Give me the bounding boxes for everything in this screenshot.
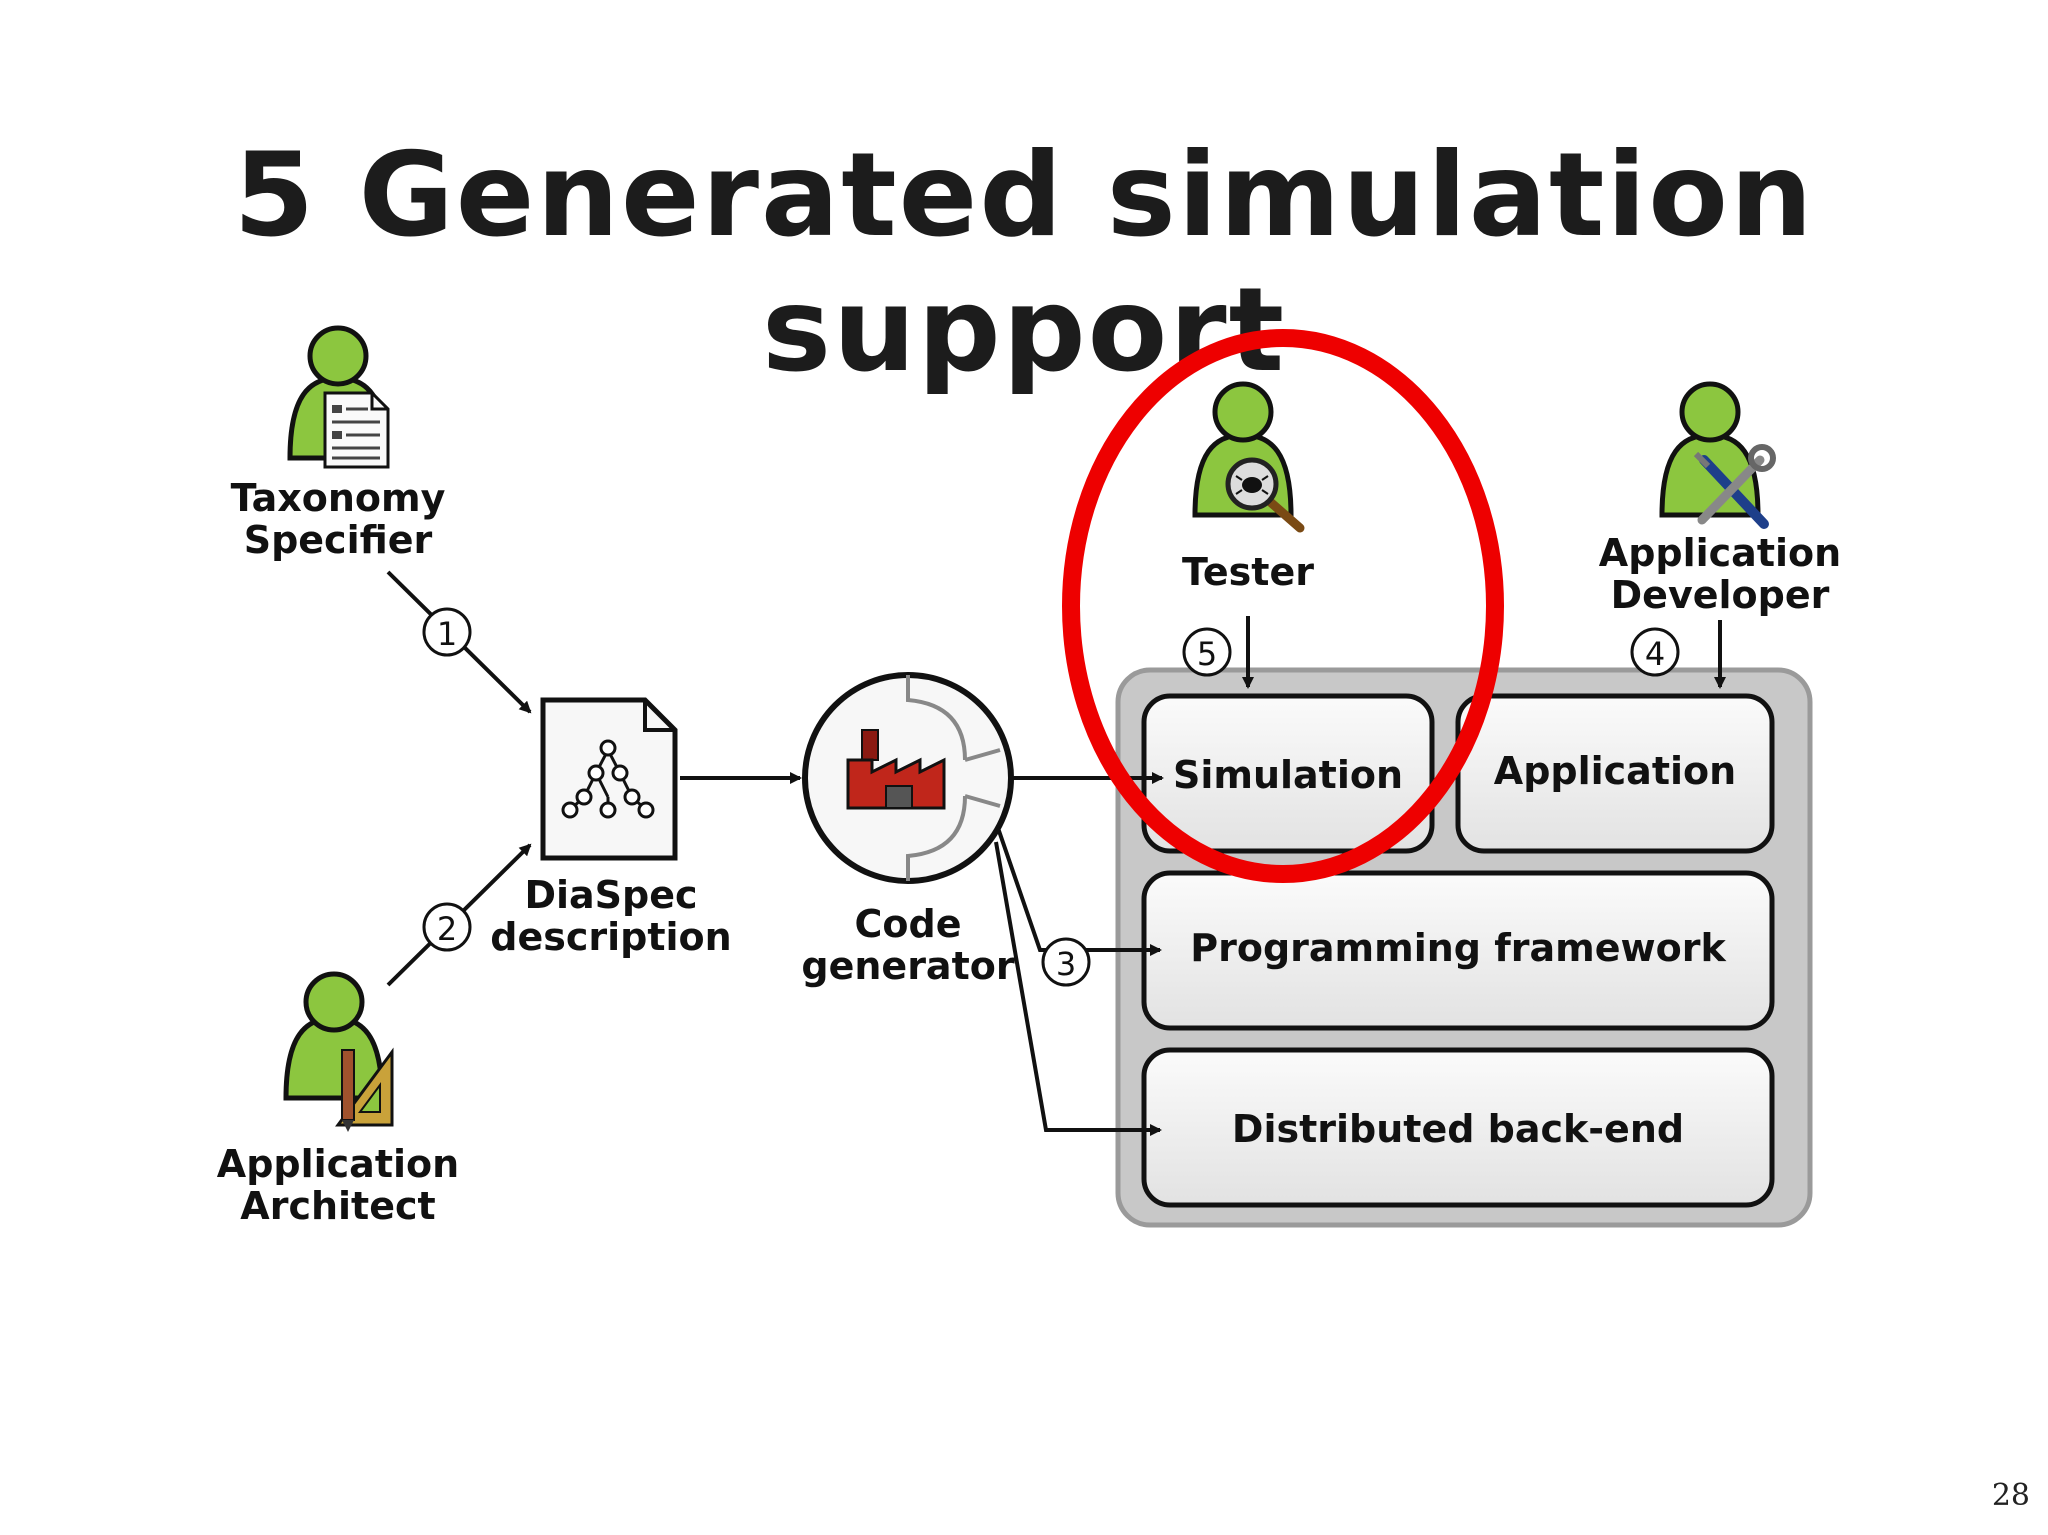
tools-icon <box>1693 444 1776 529</box>
taxonomy-specifier-label-line2: Specifier <box>244 518 433 562</box>
diaspec-description: DiaSpec description <box>490 697 732 959</box>
tester-label: Tester <box>1182 550 1314 594</box>
svg-text:Application: Application <box>1494 749 1736 793</box>
highlight-ellipse <box>1062 329 1504 883</box>
document-icon <box>323 391 390 469</box>
tester-actor: Tester <box>1182 381 1314 594</box>
arrow-generator-to-backend <box>994 841 1162 1136</box>
step-5-badge: 5 <box>1182 627 1232 677</box>
ruler-pencil-icon <box>335 1047 394 1132</box>
application-developer-label-line1: Application <box>1599 531 1841 575</box>
person-icon <box>283 971 385 1101</box>
application-developer-actor: Application Developer <box>1599 381 1841 617</box>
slide-title: 5 Generated simulation support <box>233 128 1815 398</box>
svg-text:1: 1 <box>437 615 457 653</box>
application-architect-actor: Application Architect <box>217 971 459 1228</box>
step-4-badge: 4 <box>1630 627 1680 677</box>
code-generator-label-line2: generator <box>801 944 1014 988</box>
step-1-badge: 1 <box>422 607 472 657</box>
application-architect-label-line2: Architect <box>240 1184 435 1228</box>
svg-text:Simulation: Simulation <box>1173 753 1403 797</box>
code-generator: Code generator <box>801 672 1015 988</box>
svg-text:5: 5 <box>1197 635 1217 673</box>
tree-document-icon <box>540 697 678 861</box>
step-3-badge: 3 <box>1041 937 1091 987</box>
distributed-backend-box: Distributed back-end <box>1141 1047 1775 1208</box>
factory-icon <box>846 729 946 810</box>
svg-text:4: 4 <box>1645 635 1665 673</box>
taxonomy-specifier-actor: Taxonomy Specifier <box>231 325 446 562</box>
application-box: Application <box>1455 693 1775 854</box>
diaspec-label-line1: DiaSpec <box>524 873 697 917</box>
svg-text:Programming framework: Programming framework <box>1190 926 1726 970</box>
svg-text:Distributed back-end: Distributed back-end <box>1232 1107 1684 1151</box>
application-developer-label-line2: Developer <box>1611 573 1830 617</box>
code-generator-label-line1: Code <box>855 902 962 946</box>
application-architect-label-line1: Application <box>217 1142 459 1186</box>
step-2-badge: 2 <box>422 902 472 952</box>
page-number: 28 <box>1991 1478 2030 1513</box>
svg-text:3: 3 <box>1056 945 1076 983</box>
taxonomy-specifier-label-line1: Taxonomy <box>231 476 446 520</box>
arrow-generator-to-framework <box>996 827 1162 956</box>
programming-framework-box: Programming framework <box>1141 870 1775 1031</box>
svg-text:2: 2 <box>437 910 457 948</box>
diaspec-label-line2: description <box>490 915 731 959</box>
simulation-box: Simulation <box>1141 693 1435 854</box>
magnifier-bug-icon <box>1225 457 1305 533</box>
